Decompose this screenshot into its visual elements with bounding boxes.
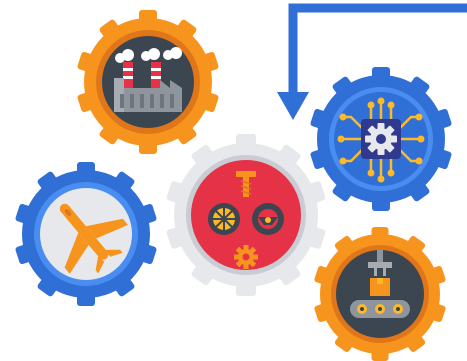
- gear-tooth: [173, 19, 197, 43]
- gear-tooth: [403, 330, 426, 353]
- gear-tooth: [430, 147, 452, 170]
- gear-tooth: [15, 242, 37, 265]
- gear-tooth: [166, 225, 190, 249]
- gear-tooth: [111, 171, 135, 195]
- gear-tooth: [403, 235, 426, 258]
- gear-tooth: [191, 144, 217, 170]
- gear-tooth: [166, 181, 190, 205]
- gear-tooth: [77, 51, 99, 74]
- arrow-down-icon: [277, 92, 309, 120]
- gear-tooth: [236, 277, 256, 296]
- gear-tooth: [236, 134, 256, 153]
- gear-tooth: [371, 227, 389, 244]
- screw-wheel-steering-gear-icon: [208, 171, 284, 269]
- gear-tooth: [77, 288, 95, 306]
- gear-tooth: [425, 302, 446, 323]
- center-gear: [166, 134, 326, 296]
- gear-tooth: [334, 235, 357, 258]
- gear-tooth: [37, 171, 61, 195]
- gear-tooth: [139, 136, 157, 154]
- gear-tooth: [302, 181, 326, 205]
- factory-icon: [114, 47, 182, 112]
- gear-tooth: [37, 273, 61, 297]
- gear-tooth: [135, 203, 157, 226]
- gear-tooth: [310, 147, 332, 170]
- gear-tooth: [406, 178, 430, 202]
- gear-tooth: [275, 144, 301, 170]
- gear-tooth: [334, 330, 357, 353]
- gear-tooth: [139, 10, 157, 28]
- gear-tooth: [314, 302, 335, 323]
- gear-tooth: [314, 265, 335, 286]
- circuit-chip-gear-icon: [337, 97, 425, 183]
- gear-tooth: [197, 51, 219, 74]
- gear-tooth: [77, 90, 99, 113]
- gear-tooth: [430, 108, 452, 131]
- robot-arm-conveyor-icon: [350, 250, 410, 318]
- gear-tooth: [197, 90, 219, 113]
- gear-tooth: [15, 203, 37, 226]
- gear-tooth: [99, 19, 123, 43]
- gear-tooth: [99, 121, 123, 145]
- gear-tooth: [310, 108, 332, 131]
- airplane-gear: [15, 162, 157, 306]
- gear-tooth: [425, 265, 446, 286]
- gear-tooth: [332, 76, 356, 100]
- gear-tooth: [302, 225, 326, 249]
- factory-gear: [77, 10, 219, 154]
- gear-tooth: [275, 260, 301, 286]
- gear-tooth: [135, 242, 157, 265]
- airplane-icon: [59, 203, 128, 274]
- gear-tooth: [371, 344, 389, 361]
- gear-tooth: [111, 273, 135, 297]
- gear-tooth: [406, 76, 430, 100]
- gear-tooth: [77, 162, 95, 180]
- gear-tooth: [191, 260, 217, 286]
- gear-tooth: [372, 67, 390, 85]
- gear-tooth: [372, 193, 390, 211]
- circuit-gear: [310, 67, 452, 211]
- conveyor-gear: [314, 227, 446, 361]
- gear-tooth: [173, 121, 197, 145]
- connector-arrow: [277, 3, 467, 120]
- gear-tooth: [332, 178, 356, 202]
